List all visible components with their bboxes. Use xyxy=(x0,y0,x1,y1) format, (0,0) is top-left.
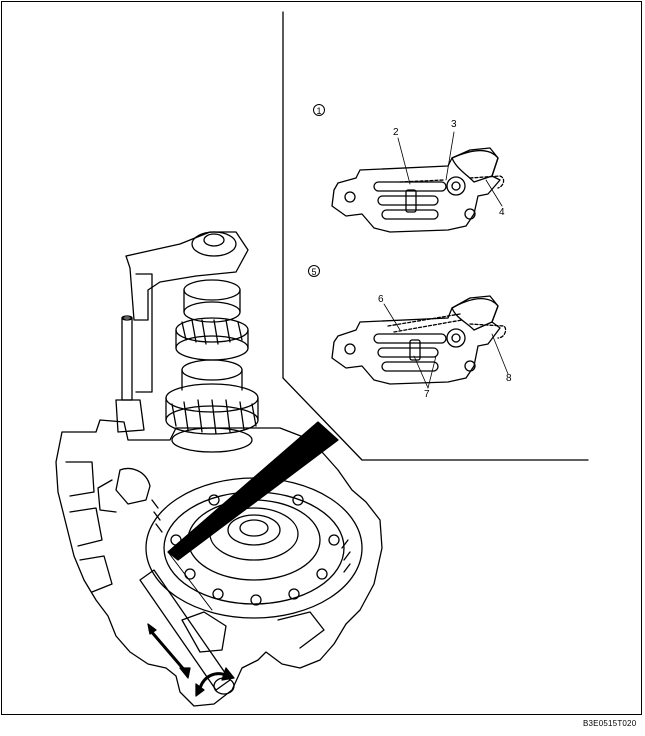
figure-code: B3E0515T020 xyxy=(583,719,637,728)
shift-rod xyxy=(139,569,235,697)
callout-4: 4 xyxy=(499,207,505,218)
callout-5: 5 xyxy=(308,265,320,278)
detail-panel-outline xyxy=(282,11,589,461)
transmission-case xyxy=(55,419,383,707)
callout-1: 1 xyxy=(313,104,325,117)
push-arrow-icon xyxy=(147,623,191,679)
shift-plate-detail-bottom xyxy=(331,295,509,389)
callout-8: 8 xyxy=(506,373,512,384)
callout-3: 3 xyxy=(451,119,457,130)
leader-band xyxy=(167,421,339,561)
callout-7: 7 xyxy=(424,389,430,400)
callout-2: 2 xyxy=(393,127,399,138)
figure-frame xyxy=(1,1,642,715)
leader-line xyxy=(167,551,213,611)
gear-cluster xyxy=(115,231,259,453)
callout-6: 6 xyxy=(378,294,384,305)
shift-plate-detail-top xyxy=(331,131,505,233)
